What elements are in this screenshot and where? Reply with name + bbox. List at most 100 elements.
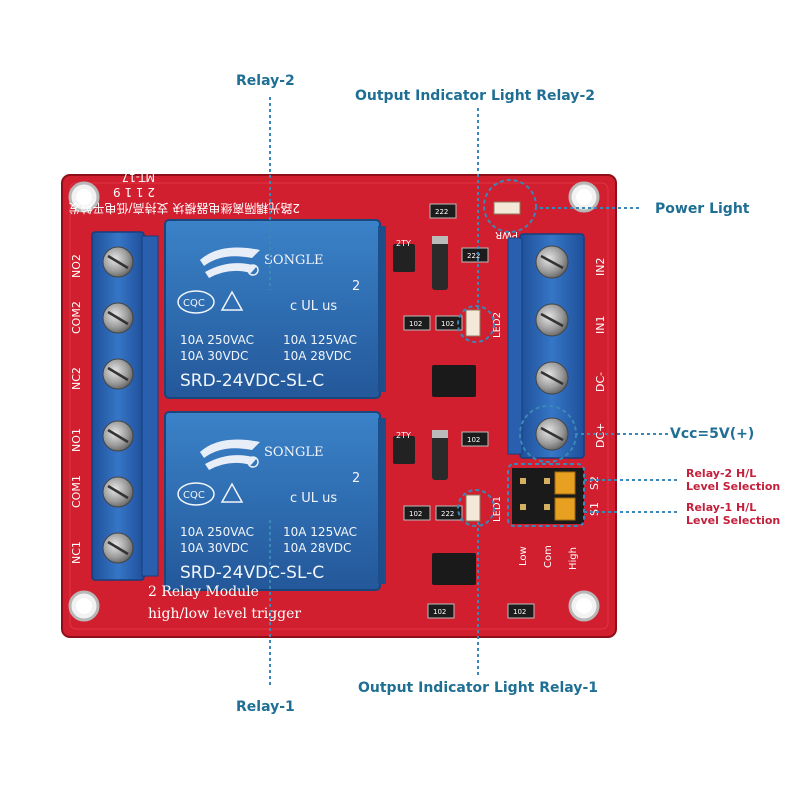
pcb-board-inner-shade (69, 182, 609, 630)
registered-icon (247, 456, 259, 468)
pwr-led (493, 201, 521, 215)
registered-icon (247, 264, 259, 276)
callout-relay1-level-line2: Level Selection (686, 514, 781, 527)
highlight-led1 (457, 489, 495, 527)
jumper-high-label: High (568, 547, 579, 570)
relay-ul-num: 2 (352, 279, 360, 294)
board-top-model: MT-17 (122, 171, 155, 184)
resistor (427, 603, 455, 619)
mounting-holes (68, 181, 600, 622)
cqc-mark-icon (177, 482, 215, 506)
resistor-code: 102 (467, 436, 480, 444)
led1-label: LED1 (492, 496, 503, 522)
right-terminal-block (507, 233, 585, 459)
callout-relay2: Relay-2 (236, 73, 295, 89)
relay-cert: CQC (183, 490, 205, 501)
relay-rating: 10A 125VAC (283, 525, 357, 539)
left-terminal-label: NO2 (70, 254, 83, 278)
screw-slot (540, 426, 564, 442)
resistor-code: 102 (513, 608, 526, 616)
screw-slot (540, 370, 564, 386)
relay-ul-mark: c UL us (290, 491, 337, 506)
left-terminal-label: COM2 (70, 301, 83, 334)
left-terminal-label: NC1 (70, 541, 83, 564)
callout-relay1-level: Relay-1 H/L Level Selection (686, 501, 780, 527)
left-terminal-label: COM1 (70, 475, 83, 508)
led1 (465, 494, 481, 522)
resistor (403, 505, 431, 521)
jumper-label-s2: S2 (588, 476, 601, 490)
screw-slot (107, 310, 129, 326)
relay-brand: SONGLE (264, 253, 323, 268)
relay-rating: 10A 250VAC (180, 525, 254, 539)
transistor (393, 244, 415, 272)
jumper-pin (544, 478, 550, 484)
resistor-code: 102 (441, 320, 454, 328)
resistor (435, 315, 463, 331)
diode-band (432, 236, 448, 244)
relay-rating: 10A 28VDC (283, 541, 351, 555)
board-bottom-line1: 2 Relay Module (148, 584, 259, 600)
highlight-pwr (483, 179, 537, 233)
callout-relay2-level-line1: Relay-2 H/L (686, 467, 757, 480)
resistor (461, 247, 489, 263)
jumper-com-label: Com (543, 545, 554, 568)
resistor-code: 222 (441, 510, 454, 518)
screw-slot (107, 540, 129, 556)
resistor (507, 603, 535, 619)
board-top-code: 2 1 1 9 (113, 185, 155, 199)
songle-logo-icon (200, 439, 260, 470)
warning-triangle-icon (220, 290, 244, 311)
diode (432, 236, 448, 290)
relay-brand: SONGLE (264, 445, 323, 460)
jumper-pin (520, 478, 526, 484)
jumper-label-s1: S1 (588, 502, 601, 516)
transistor-code: 2TY (396, 431, 411, 440)
right-terminal-label: DC- (594, 372, 607, 392)
songle-logo-icon (200, 247, 260, 278)
highlight-jumpers (507, 463, 585, 527)
diode (432, 430, 448, 480)
resistor-code: 102 (433, 608, 446, 616)
screw-slot (107, 428, 129, 444)
led2-label: LED2 (492, 312, 503, 338)
highlight-led2 (457, 305, 495, 343)
mounting-hole (76, 189, 92, 205)
relay-rating: 10A 125VAC (283, 333, 357, 347)
relay-rating: 10A 28VDC (283, 349, 351, 363)
screw-slot (107, 366, 129, 382)
screw-slot (540, 312, 564, 328)
warning-triangle-icon (220, 482, 244, 503)
mounting-hole (576, 598, 592, 614)
jumper-cap-s1 (554, 497, 576, 521)
relay-1 (164, 411, 386, 591)
led2 (465, 309, 481, 337)
callout-vcc: Vcc=5V(+) (670, 426, 755, 442)
resistor-code: 102 (409, 510, 422, 518)
resistor (403, 315, 431, 331)
resistor-code: 222 (467, 252, 480, 260)
callout-output-led1: Output Indicator Light Relay-1 (358, 680, 598, 696)
leader-lines (269, 97, 680, 688)
callout-relay2-level-line2: Level Selection (686, 480, 781, 493)
jumper-header (512, 468, 584, 524)
jumper-pin (544, 504, 550, 510)
relay-2 (164, 219, 386, 399)
screw-slot (540, 254, 564, 270)
callout-relay1-level-line1: Relay-1 H/L (686, 501, 757, 514)
right-terminal-label: IN1 (594, 316, 607, 334)
right-terminal-label: IN2 (594, 258, 607, 276)
screw-slot (107, 484, 129, 500)
board-bottom-line2: high/low level trigger (148, 606, 301, 622)
mounting-hole (576, 189, 592, 205)
diode-band (432, 430, 448, 438)
highlight-circles (457, 179, 585, 527)
callout-relay1: Relay-1 (236, 699, 295, 715)
jumper-cap-s2 (554, 471, 576, 495)
relay-rating: 10A 250VAC (180, 333, 254, 347)
callout-power-light: Power Light (655, 201, 750, 217)
